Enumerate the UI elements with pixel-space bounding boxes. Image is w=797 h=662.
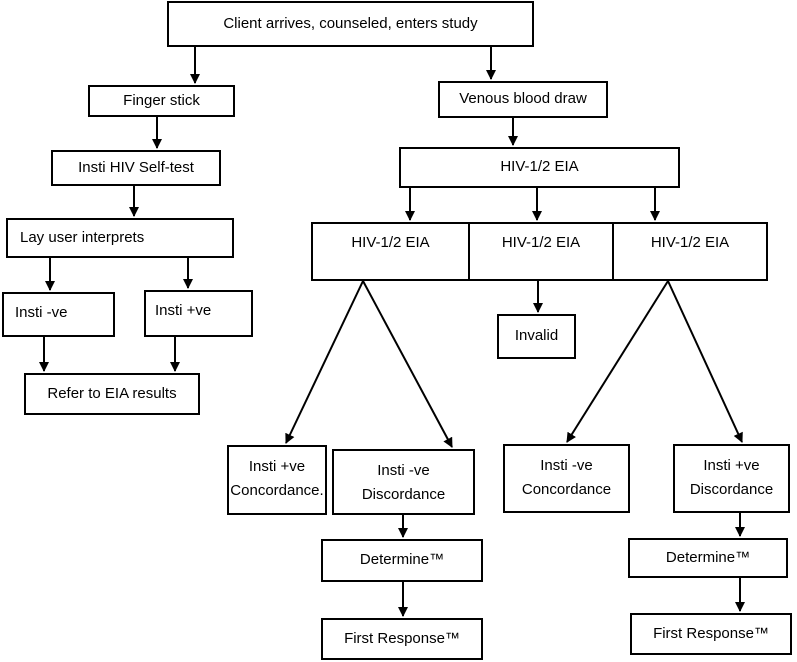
eia-mid-label: HIV-1/2 EIA: [501, 234, 581, 251]
result-4-line2: Discordance: [689, 481, 774, 498]
arrow-eia-left-to-result-1: [285, 280, 364, 444]
result-4-line1: Insti +ve: [703, 457, 760, 474]
eia-main-label: HIV-1/2 EIA: [500, 158, 579, 176]
insti-negative-label: Insti -ve: [15, 304, 68, 321]
determine-left-node: Determine™: [321, 539, 483, 582]
client-arrives-label: Client arrives, counseled, enters study: [223, 14, 478, 32]
arrow-eia-right-to-result-3: [566, 280, 669, 443]
result-3-line1: Insti -ve: [540, 457, 593, 474]
result-2-line1: Insti -ve: [377, 462, 430, 479]
result-negative-concordance-node: Insti -ve Concordance: [503, 444, 630, 513]
venous-blood-draw-node: Venous blood draw: [438, 81, 608, 118]
invalid-node: Invalid: [497, 314, 576, 359]
self-test-label: Insti HIV Self-test: [78, 158, 194, 176]
result-negative-discordance-node: Insti -ve Discordance: [332, 449, 475, 515]
finger-stick-node: Finger stick: [88, 85, 235, 117]
insti-positive-node: Insti +ve: [144, 290, 253, 337]
eia-left-label: HIV-1/2 EIA: [351, 234, 430, 251]
client-arrives-node: Client arrives, counseled, enters study: [167, 1, 534, 47]
result-positive-discordance-node: Insti +ve Discordance: [673, 444, 790, 513]
insti-positive-label: Insti +ve: [155, 302, 212, 319]
determine-left-label: Determine™: [359, 551, 445, 569]
refer-to-eia-label: Refer to EIA results: [47, 384, 177, 402]
insti-negative-node: Insti -ve: [2, 292, 115, 337]
finger-stick-label: Finger stick: [123, 91, 200, 109]
arrow-eia-right-to-result-4: [667, 280, 743, 443]
first-response-right-label: First Response™: [653, 624, 769, 642]
lay-user-label: Lay user interprets: [20, 228, 145, 246]
result-1-line1: Insti +ve: [248, 458, 306, 475]
invalid-label: Invalid: [514, 327, 559, 345]
lay-user-node: Lay user interprets: [6, 218, 234, 258]
first-response-left-node: First Response™: [321, 618, 483, 660]
result-3-line2: Concordance: [521, 481, 612, 498]
result-positive-concordance-node: Insti +ve Concordance.: [227, 445, 327, 515]
refer-to-eia-node: Refer to EIA results: [24, 373, 200, 415]
self-test-node: Insti HIV Self-test: [51, 150, 221, 186]
eia-mid-node: HIV-1/2 EIA: [468, 222, 614, 281]
determine-right-node: Determine™: [628, 538, 788, 578]
determine-right-label: Determine™: [665, 548, 751, 566]
result-1-line2: Concordance.: [230, 482, 324, 499]
eia-main-node: HIV-1/2 EIA: [399, 147, 680, 188]
venous-blood-draw-label: Venous blood draw: [459, 90, 587, 108]
result-2-line2: Discordance: [361, 486, 446, 503]
first-response-right-node: First Response™: [630, 613, 792, 655]
eia-left-node: HIV-1/2 EIA: [311, 222, 470, 281]
arrow-eia-left-to-result-2: [362, 280, 453, 448]
first-response-left-label: First Response™: [344, 629, 460, 647]
eia-right-label: HIV-1/2 EIA: [650, 234, 730, 251]
eia-right-node: HIV-1/2 EIA: [612, 222, 768, 281]
